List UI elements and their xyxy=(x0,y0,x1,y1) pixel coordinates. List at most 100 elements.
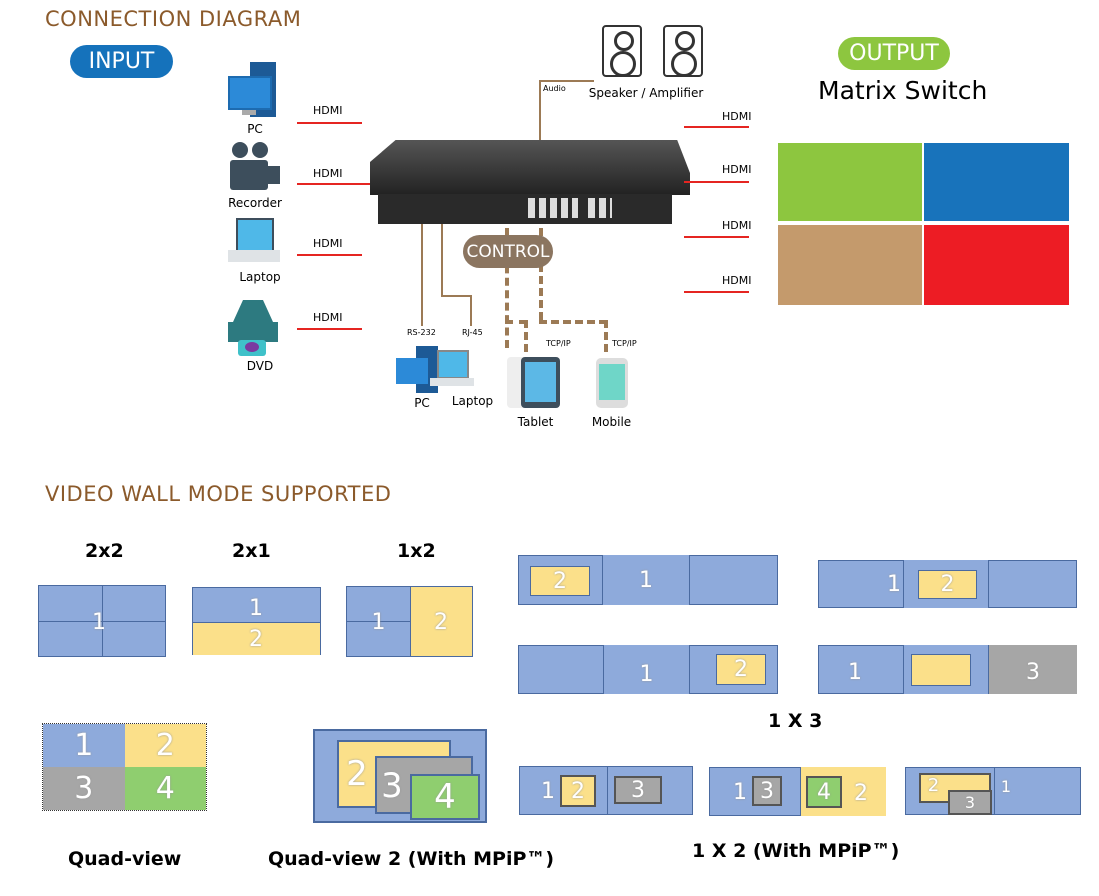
screen-number: 2 xyxy=(155,728,175,763)
screen-number: 1 xyxy=(92,609,106,635)
hdmi-cable xyxy=(297,122,362,124)
hdmi-label: HDMI xyxy=(313,104,343,117)
output-display-1 xyxy=(778,143,922,221)
control-device-laptop: Laptop xyxy=(451,394,494,408)
output-display-4 xyxy=(924,225,1069,305)
mode-2x1-label: 2x1 xyxy=(232,540,271,562)
desktop-pc-icon xyxy=(228,62,278,117)
hdmi-cable xyxy=(297,254,362,256)
matrix-switch-device xyxy=(370,140,690,195)
wall-1x3-c: 1 2 xyxy=(518,645,778,694)
output-badge: OUTPUT xyxy=(838,37,950,70)
wall-1x3-b: 1 2 xyxy=(818,560,1077,608)
hdmi-cable xyxy=(297,183,377,185)
wall-2x2: 1 xyxy=(38,585,166,657)
screen-number: 2 xyxy=(940,572,955,597)
audio-label: Audio xyxy=(543,84,566,93)
mode-1x3-label: 1 X 3 xyxy=(768,710,823,732)
input-badge: INPUT xyxy=(70,45,173,78)
mobile-phone-icon xyxy=(596,358,628,408)
connection-diagram-title: CONNECTION DIAGRAM xyxy=(45,7,302,31)
screen-number: 3 xyxy=(631,777,645,803)
audio-cable xyxy=(539,80,594,82)
wall-1x3-d: 1 3 xyxy=(818,645,1077,694)
tcpip-link xyxy=(505,228,531,348)
control-device-pc: PC xyxy=(414,396,430,410)
wall-1x2-mpip-a: 1 2 3 xyxy=(519,766,693,815)
mode-1x2-mpip-label: 1 X 2 (With MPiP™) xyxy=(692,840,900,862)
output-display-2 xyxy=(924,143,1069,221)
product-name: Matrix Switch xyxy=(818,76,988,105)
wall-1x2-mpip-b: 1 3 4 2 xyxy=(709,767,886,816)
matrix-switch-front-panel xyxy=(378,194,672,224)
laptop-icon xyxy=(228,218,280,266)
wall-1x2-mpip-c: 2 3 1 xyxy=(905,767,1081,815)
rs232-cable xyxy=(421,224,423,326)
tcpip-link xyxy=(539,320,607,326)
hdmi-cable xyxy=(684,126,749,128)
screen-number: 3 xyxy=(1026,659,1040,685)
rj45-cable xyxy=(441,224,443,296)
screen-number: 4 xyxy=(434,777,456,817)
screen-number: 1 xyxy=(249,595,263,621)
tcpip-link xyxy=(539,228,545,320)
input-label-pc: PC xyxy=(247,122,263,136)
screen-number: 1 xyxy=(887,571,901,597)
output-display-3 xyxy=(778,225,922,305)
screen-number: 3 xyxy=(74,771,94,806)
tcpip-link xyxy=(524,320,530,352)
screen-number: 1 xyxy=(371,609,386,635)
screen-number: 2 xyxy=(249,626,263,652)
screen-number: 3 xyxy=(760,778,774,804)
wall-1x2: 1 2 xyxy=(346,586,473,657)
rj45-cable xyxy=(470,295,472,326)
wall-quad-view: 1 2 3 4 xyxy=(42,723,207,811)
hdmi-label: HDMI xyxy=(313,311,343,324)
laptop-icon xyxy=(430,350,474,388)
wall-1x3-a: 2 1 xyxy=(518,555,778,605)
control-badge: CONTROL xyxy=(463,235,553,268)
rj45-cable xyxy=(441,295,471,297)
screen-number: 2 xyxy=(346,754,368,794)
speaker-label: Speaker / Amplifier xyxy=(588,86,704,100)
screen-number: 2 xyxy=(927,774,940,796)
screen-number: 1 xyxy=(74,728,94,763)
rs232-label: RS-232 xyxy=(407,328,436,337)
speaker-icon xyxy=(663,25,703,77)
mode-quad-view-2-label: Quad-view 2 (With MPiP™) xyxy=(268,848,555,870)
hdmi-label: HDMI xyxy=(722,110,752,123)
screen-number: 2 xyxy=(553,568,567,594)
screen-number: 4 xyxy=(817,779,831,805)
input-label-laptop: Laptop xyxy=(239,270,281,284)
control-device-mobile: Mobile xyxy=(591,415,632,429)
mode-2x2-label: 2x2 xyxy=(85,540,124,562)
video-wall-title: VIDEO WALL MODE SUPPORTED xyxy=(45,482,392,506)
input-label-dvd: DVD xyxy=(246,359,274,373)
hdmi-cable xyxy=(297,328,362,330)
mode-1x2-label: 1x2 xyxy=(397,540,436,562)
dvd-player-icon xyxy=(228,300,278,356)
tcpip-link xyxy=(604,320,610,352)
hdmi-label: HDMI xyxy=(722,163,752,176)
tablet-icon xyxy=(507,357,560,408)
rj45-label: RJ-45 xyxy=(462,328,483,337)
speaker-icon xyxy=(602,25,642,77)
video-camera-icon xyxy=(230,142,280,192)
wall-2x1: 1 2 xyxy=(192,587,321,655)
input-label-recorder: Recorder xyxy=(228,196,282,210)
hdmi-label: HDMI xyxy=(313,167,343,180)
screen-number: 3 xyxy=(964,793,976,812)
hdmi-cable xyxy=(684,181,749,183)
tcpip-label: TCP/IP xyxy=(546,339,571,348)
tcpip-link xyxy=(505,320,527,326)
screen-number: 1 xyxy=(733,779,747,805)
screen-number: 3 xyxy=(381,766,403,806)
screen-number: 1 xyxy=(541,778,555,804)
wall-quad-view-2: 2 3 4 xyxy=(313,729,487,823)
screen-number: 1 xyxy=(1000,776,1012,796)
screen-number: 1 xyxy=(639,661,654,687)
audio-cable xyxy=(539,80,541,140)
hdmi-cable xyxy=(684,236,749,238)
screen-number: 2 xyxy=(571,778,585,804)
screen-number: 1 xyxy=(639,567,653,593)
